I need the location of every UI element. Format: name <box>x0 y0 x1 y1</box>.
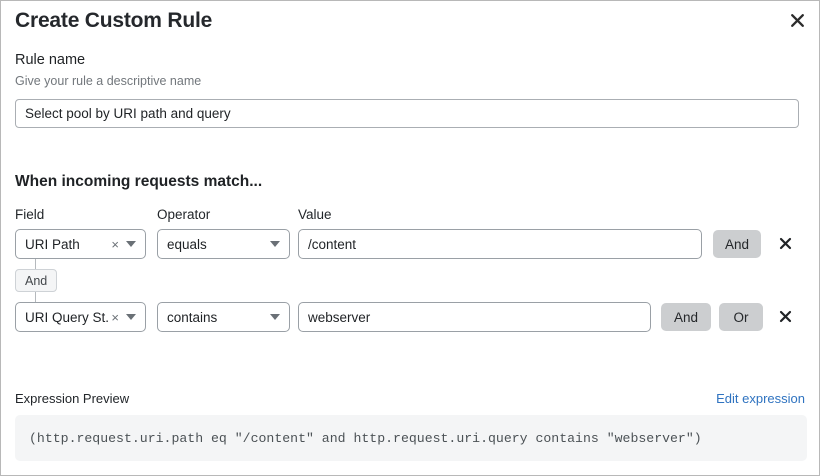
edit-expression-link[interactable]: Edit expression <box>716 391 805 406</box>
expression-preview-code: (http.request.uri.path eq "/content" and… <box>29 430 702 446</box>
field-select-row-2[interactable]: URI Query St... × <box>15 302 146 332</box>
condition-row: URI Path × equals And <box>1 229 819 259</box>
operator-select-row-2[interactable]: contains <box>157 302 290 332</box>
and-button-row-1[interactable]: And <box>713 230 761 258</box>
dialog-title: Create Custom Rule <box>15 9 213 32</box>
field-select-row-1[interactable]: URI Path × <box>15 229 146 259</box>
field-select-value-row-1: URI Path <box>25 236 80 252</box>
value-input-row-2[interactable] <box>298 302 651 332</box>
delete-row-1-button[interactable] <box>774 232 796 254</box>
chevron-down-icon <box>126 314 136 320</box>
operator-select-value-row-2: contains <box>167 309 218 325</box>
chevron-down-icon <box>270 314 280 320</box>
rule-name-section: Rule name Give your rule a descriptive n… <box>15 51 807 128</box>
column-header-value: Value <box>298 207 332 222</box>
value-input-row-1[interactable] <box>298 229 702 259</box>
condition-row: URI Query St... × contains And Or <box>1 302 819 332</box>
close-icon[interactable] <box>784 7 810 33</box>
rule-name-label: Rule name <box>15 52 86 68</box>
rule-name-help: Give your rule a descriptive name <box>15 74 202 88</box>
connector-line-bottom <box>35 292 36 302</box>
clear-icon[interactable]: × <box>111 309 119 325</box>
operator-select-value-row-1: equals <box>167 236 207 252</box>
chevron-down-icon <box>126 241 136 247</box>
column-header-field: Field <box>15 207 45 222</box>
delete-row-2-button[interactable] <box>774 305 796 327</box>
clear-icon[interactable]: × <box>111 236 119 252</box>
match-heading: When incoming requests match... <box>15 173 263 190</box>
expression-preview-label: Expression Preview <box>15 391 130 406</box>
connector-line-top <box>35 259 36 269</box>
chevron-down-icon <box>270 241 280 247</box>
group-connector-and[interactable]: And <box>15 269 58 292</box>
operator-select-row-1[interactable]: equals <box>157 229 290 259</box>
and-button-row-2[interactable]: And <box>661 303 711 331</box>
or-button-row-2[interactable]: Or <box>719 303 763 331</box>
rule-name-input[interactable] <box>15 99 799 128</box>
column-header-operator: Operator <box>157 207 211 222</box>
field-select-value-row-2: URI Query St... <box>25 309 109 325</box>
expression-preview-box: (http.request.uri.path eq "/content" and… <box>15 415 807 461</box>
